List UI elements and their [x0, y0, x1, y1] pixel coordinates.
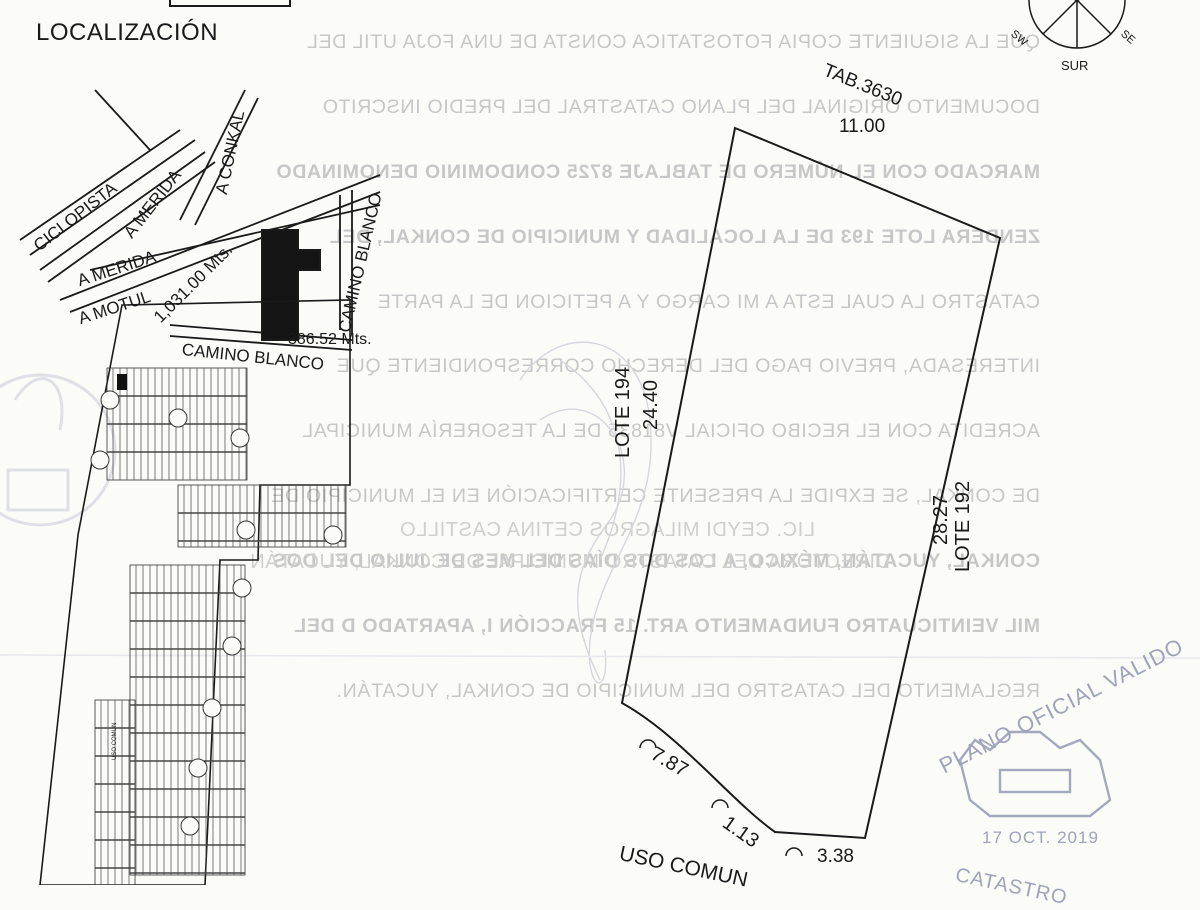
- stamp-date: 17 OCT. 2019: [982, 828, 1099, 847]
- west-neighbor-label: LOTE 194: [612, 366, 634, 458]
- frame-edge: [169, 0, 291, 7]
- location-roads: [19, 89, 381, 351]
- lot-highlight: [117, 374, 127, 390]
- official-stamp: [958, 730, 1112, 818]
- plan-drawing: [19, 0, 1126, 885]
- east-neighbor-label: LOTE 192: [952, 480, 974, 572]
- background-marks: [0, 341, 1200, 684]
- distance-label-2: 386.52 Mts.: [288, 331, 372, 348]
- site-marker: [261, 229, 321, 341]
- site-common-area-label: USO COMUN: [112, 722, 118, 760]
- top-dimension: 11.00: [839, 116, 886, 137]
- lot-boundary: [620, 126, 1002, 840]
- site-cul-de-sacs: [90, 390, 343, 836]
- site-outline: [39, 299, 351, 885]
- location-title: LOCALIZACIÓN: [36, 19, 219, 46]
- site-lot-stripes: [95, 368, 346, 885]
- arc-dimension-3: 3.38: [817, 846, 854, 867]
- compass-south: SUR: [1061, 58, 1089, 73]
- east-dimension: 28.27: [930, 494, 952, 545]
- west-dimension: 24.40: [640, 379, 662, 430]
- arc-markers: [639, 739, 803, 857]
- compass-icon: [1028, 0, 1126, 49]
